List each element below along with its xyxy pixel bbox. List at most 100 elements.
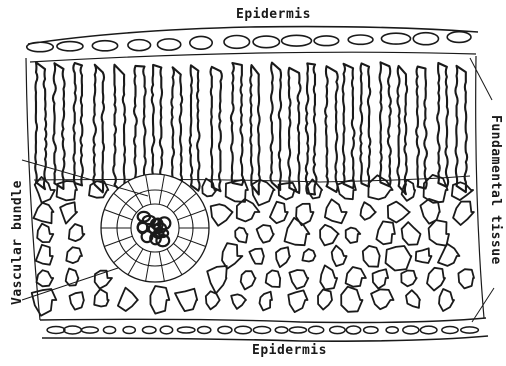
spongy-cell (118, 288, 138, 311)
spongy-cell (288, 290, 307, 312)
palisade-cell (211, 67, 222, 191)
spongy-cell (406, 290, 420, 308)
spongy-cell (361, 202, 376, 220)
lower-epidermis-cell (289, 327, 306, 333)
spongy-cell (285, 218, 310, 245)
epidermis-lower-label: Epidermis (252, 344, 327, 357)
spongy-cell (70, 292, 84, 310)
palisade-cell (416, 67, 427, 189)
spongy-cell (66, 247, 82, 263)
spongy-cell (222, 243, 242, 269)
lower-epidermis-cell (177, 327, 195, 333)
spongy-cell (458, 269, 474, 288)
spongy-cell (438, 244, 459, 266)
epidermis-cell (381, 33, 410, 44)
spongy-cell (402, 222, 421, 245)
lower-epidermis-cell (346, 326, 360, 334)
spongy-cell (211, 204, 233, 226)
spongy-cell (318, 290, 332, 310)
lower-epidermis-cell (103, 326, 115, 333)
fundamental-tissue-leader-bottom (472, 288, 494, 322)
epidermis-upper-label: Epidermis (236, 8, 311, 21)
spongy-tissue-cells (32, 175, 474, 316)
spongy-cell (429, 220, 449, 246)
palisade-cell (73, 63, 83, 185)
spongy-cell (279, 183, 297, 200)
spongy-cell (241, 271, 256, 289)
palisade-cell (437, 63, 448, 187)
lower-epidermis-cell (461, 327, 479, 333)
spongy-cell (337, 180, 356, 199)
lower-epidermis-cell (330, 326, 345, 333)
spongy-cell (235, 228, 247, 243)
palisade-cell (455, 66, 467, 192)
spongy-cell (270, 202, 288, 224)
epidermis-cell (57, 42, 83, 51)
spongy-cell (332, 246, 347, 267)
lower-epidermis-cells (40, 318, 488, 341)
spongy-cell (320, 265, 337, 289)
spongy-cell (289, 270, 308, 289)
spongy-cell (373, 269, 389, 288)
palisade-cell (152, 65, 163, 188)
palisade-cell (288, 68, 300, 193)
epidermis-cell (27, 42, 53, 51)
spongy-cell (424, 175, 448, 203)
spongy-cell (363, 246, 380, 267)
spongy-cell (401, 271, 416, 287)
fundamental-tissue-leader-top (470, 58, 492, 100)
spongy-cell (346, 267, 366, 287)
epidermis-cell (314, 36, 339, 46)
spongy-cell (206, 291, 220, 309)
right-edge-line (476, 56, 484, 318)
lower-epidermis-cell (253, 327, 270, 334)
upper-epidermis-cells (27, 27, 478, 62)
palisade-cell (325, 66, 338, 192)
lower-epidermis-cell (403, 326, 419, 334)
spongy-cell (276, 247, 290, 267)
epidermis-cell (128, 40, 151, 51)
epidermis-cell (413, 33, 438, 45)
epidermis-cell (190, 36, 212, 49)
spongy-cell (249, 249, 264, 264)
spongy-cell (346, 228, 361, 243)
epidermis-cell (157, 39, 180, 50)
spongy-cell (94, 289, 109, 306)
lower-epidermis-cell (442, 327, 458, 334)
spongy-cell (37, 224, 53, 242)
spongy-cell (386, 246, 412, 271)
lower-epidermis-cell (218, 326, 232, 333)
lower-epidermis-cell (160, 326, 172, 334)
lower-epidermis-cell (235, 326, 252, 334)
palisade-cell (397, 66, 407, 194)
spongy-cell (427, 268, 445, 291)
spongy-cell (452, 182, 473, 200)
epidermis-cell (282, 35, 312, 46)
palisade-cell (306, 63, 317, 194)
spongy-cell (388, 202, 410, 223)
palisade-cell (250, 65, 260, 194)
palisade-cell (380, 62, 391, 186)
spongy-cell (453, 202, 474, 226)
spongy-cell (252, 180, 275, 206)
spongy-cell (302, 249, 315, 262)
lower-epidermis-cell (47, 327, 65, 334)
lower-epidermis-cell (364, 327, 378, 334)
epidermis-cell (224, 36, 250, 49)
palisade-cell (113, 65, 125, 195)
lower-epidermis-cell (123, 327, 135, 334)
lower-epidermis-cell (198, 327, 211, 334)
spongy-cell (257, 225, 274, 243)
epidermis-cell (92, 41, 117, 51)
spongy-cell (439, 289, 454, 311)
lower-epidermis-cell (309, 326, 324, 333)
lower-epidermis-cell (275, 327, 288, 333)
vascular-bundle-label: Vascular bundle (11, 180, 24, 305)
spongy-cell (325, 199, 347, 223)
palisade-cell (134, 66, 146, 187)
spongy-cell (207, 266, 227, 293)
palisade-cell (190, 65, 200, 190)
lower-epidermis-inner-line (40, 318, 486, 323)
palisade-cell (343, 64, 355, 188)
